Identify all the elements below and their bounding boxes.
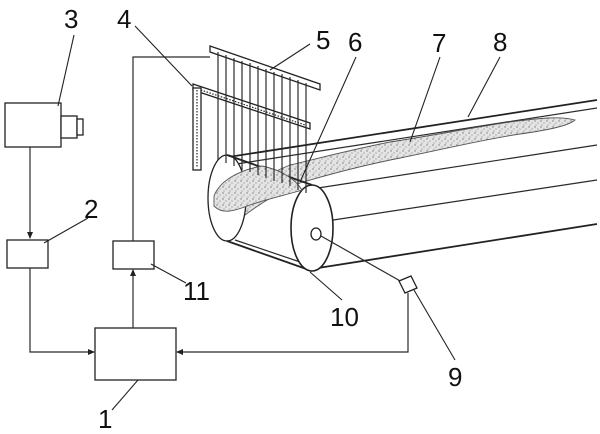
box-2	[6, 239, 49, 269]
box11-to-grid-line	[132, 56, 210, 241]
bulk-material	[231, 117, 576, 216]
box2-to-box1-line	[29, 268, 95, 355]
camera	[4, 102, 84, 148]
roller	[207, 154, 334, 272]
label-9: 9	[448, 362, 462, 392]
label-1: 1	[98, 404, 112, 434]
label-4: 4	[117, 4, 131, 34]
conveyor-belt	[221, 99, 598, 269]
laser-grid	[192, 45, 321, 193]
camera-to-processor-line	[27, 147, 33, 239]
label-7: 7	[432, 28, 446, 58]
reference-numerals: 3 4 5 6 7 8 2 11 10 9 1	[64, 4, 507, 434]
label-3: 3	[64, 4, 78, 34]
label-6: 6	[348, 27, 362, 57]
label-10: 10	[330, 302, 359, 332]
leader-lines	[43, 25, 501, 411]
sensor-to-box1-line	[176, 293, 409, 355]
box-11	[112, 240, 155, 270]
encoder-sensor	[398, 275, 418, 294]
label-8: 8	[493, 27, 507, 57]
roller-axle-line	[320, 235, 403, 283]
label-2: 2	[84, 194, 98, 224]
box-1	[94, 327, 177, 381]
box1-to-box11-line	[130, 269, 136, 328]
label-11: 11	[183, 276, 210, 306]
label-5: 5	[316, 25, 330, 55]
